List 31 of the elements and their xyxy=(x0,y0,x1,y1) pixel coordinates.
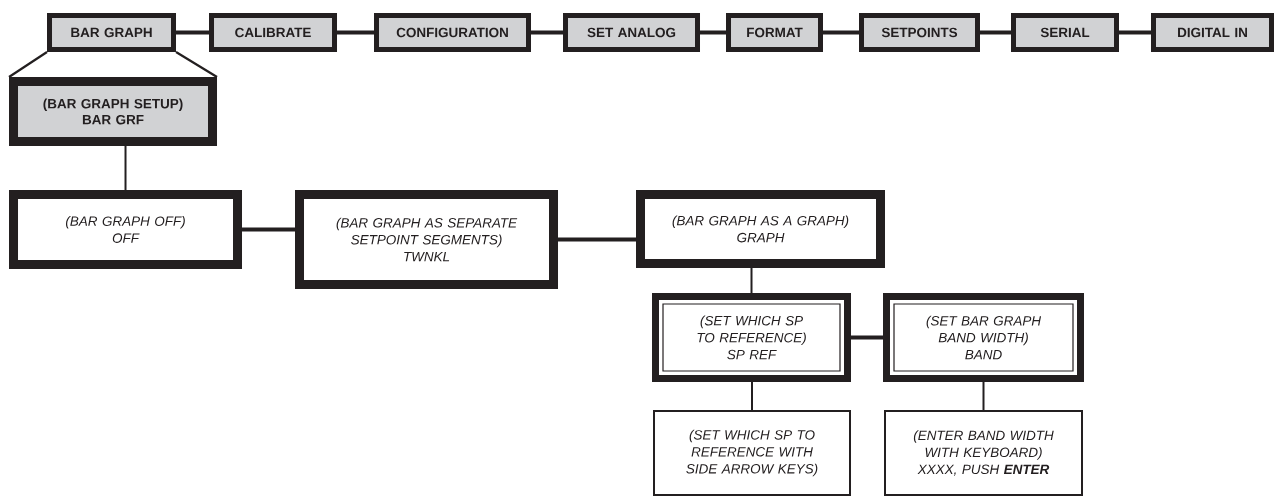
option-box: (SET BAR GRAPH BAND WIDTH) BAND xyxy=(883,293,1084,382)
menu-box: CONFIGURATION xyxy=(374,13,531,52)
connector-line xyxy=(750,267,753,294)
connector-line xyxy=(558,237,636,242)
menu-box: SET ANALOG xyxy=(563,13,700,52)
connector-line xyxy=(982,381,985,411)
expansion-lines xyxy=(7,50,219,79)
menu-box: FORMAT xyxy=(726,13,823,52)
connector-line xyxy=(176,30,209,35)
menu-box: SERIAL xyxy=(1011,13,1119,52)
menu-box: DIGITAL IN xyxy=(1151,13,1274,52)
menu-box: (BAR GRAPH SETUP) BAR GRF xyxy=(9,77,217,146)
menu-box: SETPOINTS xyxy=(859,13,980,52)
connector-line xyxy=(980,30,1011,35)
option-box: (BAR GRAPH OFF) OFF xyxy=(9,190,242,269)
connector-line xyxy=(124,145,127,191)
menu-box: BAR GRAPH xyxy=(47,13,176,52)
connector-line xyxy=(531,30,563,35)
connector-line xyxy=(1119,30,1151,35)
connector-line xyxy=(337,30,374,35)
option-box: (BAR GRAPH AS A GRAPH) GRAPH xyxy=(636,190,885,268)
option-box: (SET WHICH SP TO REFERENCE) SP REF xyxy=(652,293,851,382)
connector-line xyxy=(242,227,295,232)
option-box: (BAR GRAPH AS SEPARATE SETPOINT SEGMENTS) TWNKL xyxy=(295,190,558,289)
option-box: (ENTER BAND WIDTH WITH KEYBOARD) XXXX, PUSH ENTER xyxy=(884,410,1083,496)
connector-line xyxy=(823,30,859,35)
connector-line xyxy=(851,335,883,340)
option-box: (SET WHICH SP TO REFERENCE WITH SIDE ARROW KEYS) xyxy=(653,410,851,496)
connector-line xyxy=(700,30,726,35)
menu-box: CALIBRATE xyxy=(209,13,337,52)
connector-line xyxy=(751,381,753,411)
